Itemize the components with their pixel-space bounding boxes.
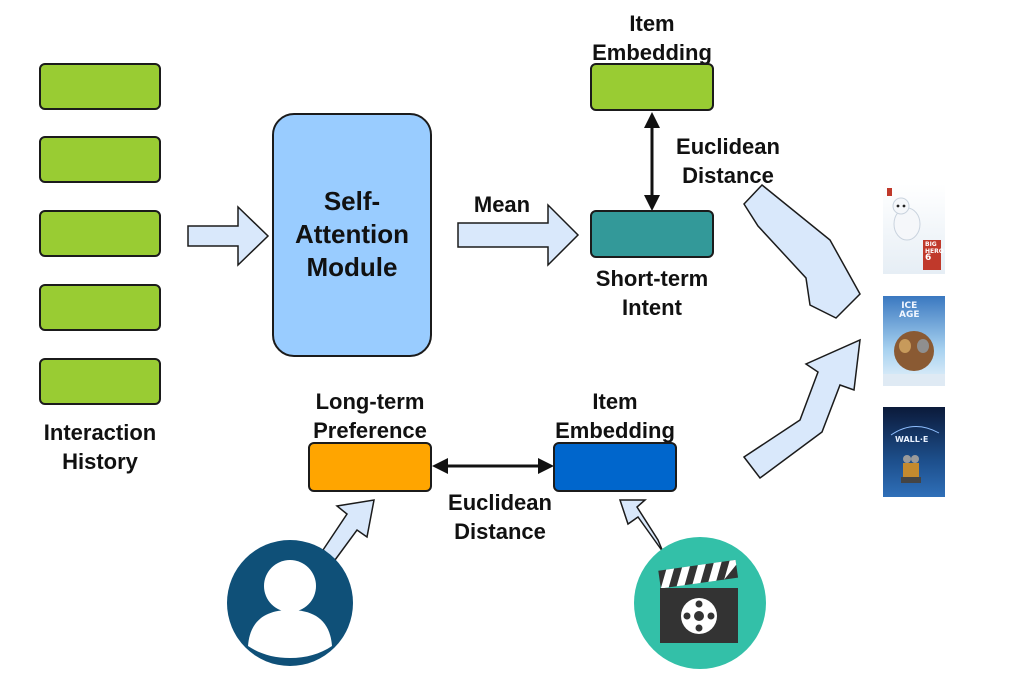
film-clapperboard-icon xyxy=(634,537,766,669)
movie-poster-wall-e: WALL·E xyxy=(883,407,945,497)
item-embedding-bottom-box xyxy=(553,442,677,492)
euclidean-distance-top-label: Euclidean Distance xyxy=(676,134,780,188)
arrowhead-right xyxy=(538,458,554,474)
arrowhead-up xyxy=(644,112,660,128)
flow-arrow-to-posters-top xyxy=(743,183,861,319)
movie-poster-big-hero-6: BIG HERO 6 xyxy=(883,184,945,274)
flow-arrow-history-to-attention xyxy=(187,205,270,267)
flow-arrow-film xyxy=(618,499,664,553)
euclidean-distance-bottom-label: Euclidean Distance xyxy=(448,490,552,544)
history-item xyxy=(39,63,161,110)
arrowhead-left xyxy=(432,458,448,474)
self-attention-module: Self- Attention Module xyxy=(272,113,432,357)
interaction-history-label: Interaction History xyxy=(43,420,157,474)
short-term-intent-box xyxy=(590,210,714,258)
item-embedding-top xyxy=(590,63,714,111)
flow-arrow-mean xyxy=(457,203,580,267)
long-term-preference-label: Long-term Preference xyxy=(313,389,427,443)
self-attention-label: Self- Attention Module xyxy=(294,186,410,282)
long-term-preference-box xyxy=(308,442,432,492)
user-avatar-icon xyxy=(227,540,353,666)
mean-label: Mean xyxy=(473,192,531,217)
item-embedding-top-label: Item Embedding xyxy=(592,11,712,65)
short-term-intent-label: Short-term Intent xyxy=(595,266,709,320)
history-item xyxy=(39,136,161,183)
item-embedding-bottom-label: Item Embedding xyxy=(555,389,675,443)
arrowhead-down xyxy=(644,195,660,211)
movie-poster-ice-age: ICE AGE xyxy=(883,296,945,386)
history-item xyxy=(39,210,161,257)
flow-arrow-user xyxy=(322,499,375,562)
flow-arrow-to-posters-bottom xyxy=(742,338,861,480)
history-item xyxy=(39,284,161,331)
history-item xyxy=(39,358,161,405)
